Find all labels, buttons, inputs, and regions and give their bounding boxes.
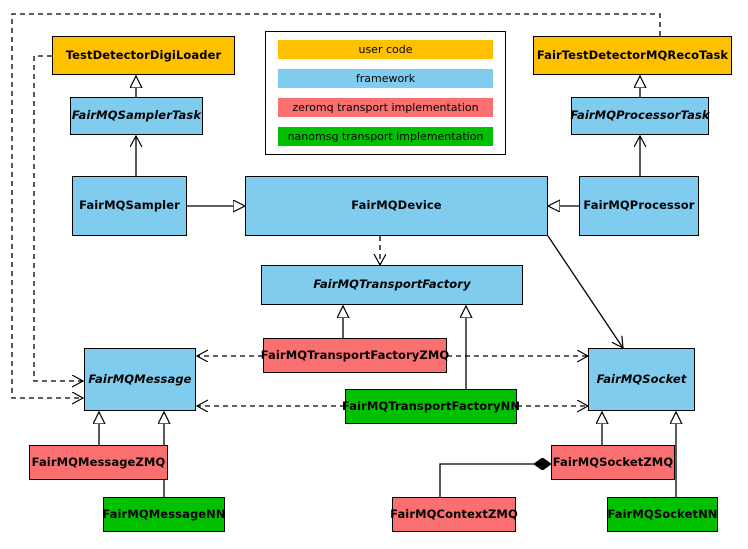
node-fairmqsocketzmq[interactable]: FairMQSocketZMQ: [551, 445, 675, 480]
node-label: FairMQMessage: [88, 371, 192, 386]
node-label: FairMQMessageZMQ: [31, 454, 166, 469]
node-fairmqsampler[interactable]: FairMQSampler: [72, 176, 187, 236]
node-fairmqsocketnn[interactable]: FairMQSocketNN: [607, 497, 718, 532]
node-label: FairMQSocketNN: [607, 506, 718, 521]
legend-item-zeromq: zeromq transport implementation: [278, 98, 493, 117]
node-fairmqmessagenn[interactable]: FairMQMessageNN: [102, 497, 226, 532]
node-label: FairMQDevice: [351, 198, 442, 213]
legend-item-framework: framework: [278, 69, 493, 88]
edge-contextzmq-socketzmq: [439, 464, 551, 497]
legend-label: nanomsg transport implementation: [287, 130, 484, 143]
node-label: FairMQSocketZMQ: [552, 454, 674, 469]
node-label: FairTestDetectorMQRecoTask: [536, 47, 729, 62]
edge-device-socket: [547, 235, 623, 348]
node-fairmqmessagezmq[interactable]: FairMQMessageZMQ: [29, 445, 168, 480]
node-fairtestdetectormqrecotask[interactable]: FairTestDetectorMQRecoTask: [533, 36, 732, 75]
node-label: FairMQSamplerTask: [71, 108, 202, 123]
node-fairmqsocket[interactable]: FairMQSocket: [588, 348, 695, 411]
legend-item-nanomsg: nanomsg transport implementation: [278, 127, 493, 146]
legend: user code framework zeromq transport imp…: [265, 31, 506, 155]
node-label: FairMQProcessorTask: [570, 108, 710, 123]
node-label: FairMQSampler: [79, 198, 180, 213]
node-fairmqsamplertask[interactable]: FairMQSamplerTask: [70, 97, 203, 135]
node-label: FairMQContextZMQ: [390, 506, 518, 521]
node-label: FairMQTransportFactoryNN: [341, 398, 521, 413]
legend-label: zeromq transport implementation: [292, 101, 479, 114]
node-label: FairMQTransportFactory: [313, 277, 471, 292]
node-fairmqtransportfactoryzmq[interactable]: FairMQTransportFactoryZMQ: [260, 338, 450, 373]
node-testdetectordigiloader[interactable]: TestDetectorDigiLoader: [52, 36, 235, 75]
node-fairmqtransportfactory[interactable]: FairMQTransportFactory: [261, 265, 523, 305]
node-label: FairMQSocket: [596, 371, 687, 386]
node-label: FairMQProcessor: [583, 198, 695, 213]
node-fairmqtransportfactorynn[interactable]: FairMQTransportFactoryNN: [341, 389, 521, 424]
node-label: TestDetectorDigiLoader: [65, 47, 222, 62]
node-fairmqdevice[interactable]: FairMQDevice: [245, 176, 548, 236]
node-label: FairMQTransportFactoryZMQ: [260, 347, 450, 362]
node-fairmqprocessor[interactable]: FairMQProcessor: [579, 176, 699, 236]
node-label: FairMQMessageNN: [102, 506, 226, 521]
node-fairmqmessage[interactable]: FairMQMessage: [84, 348, 196, 411]
legend-label: framework: [355, 72, 416, 85]
legend-label: user code: [358, 43, 413, 56]
node-fairmqprocessortask[interactable]: FairMQProcessorTask: [570, 97, 710, 135]
node-fairmqcontextzmq[interactable]: FairMQContextZMQ: [390, 497, 518, 532]
legend-item-user-code: user code: [278, 40, 493, 59]
